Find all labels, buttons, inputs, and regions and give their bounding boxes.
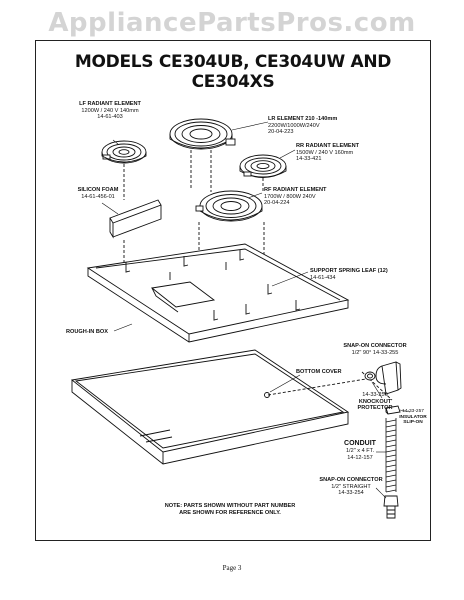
label-leader-lines	[101, 121, 411, 499]
lr-element	[169, 118, 236, 150]
rough-in-box-label: ROUGH-IN BOX	[66, 329, 108, 336]
reference-note: NOTE: PARTS SHOWN WITHOUT PART NUMBER AR…	[140, 503, 320, 517]
support-spring-label: SUPPORT SPRING LEAF (12) 14-61-434	[310, 268, 388, 281]
lf-element-spec: 1200W / 240 V 140mm	[81, 107, 139, 114]
support-spring-leaves	[125, 250, 301, 321]
snap-on-90-label: SNAP-ON CONNECTOR 1/2" 90° 14-33-255	[330, 343, 420, 356]
conduit-label: CONDUIT 1/2" x 4 FT. 14-12-157	[336, 440, 384, 461]
lf-element-part: 14-61-403	[97, 114, 123, 121]
rf-element-name: RF RADIANT ELEMENT	[264, 187, 327, 193]
insulator-slip-on	[385, 405, 401, 415]
silicon-foam-label: SILICON FOAM 14-61-456-01	[58, 187, 138, 200]
rr-element-label: RR RADIANT ELEMENT 1500W / 240 V 160mm 1…	[296, 143, 359, 163]
silicon-foam-name: SILICON FOAM	[77, 187, 119, 193]
rr-radiant-element	[239, 154, 287, 178]
conduit-name: CONDUIT	[344, 440, 376, 447]
insulator-part: 14-33-257	[402, 409, 424, 414]
lr-element-label: LR ELEMENT 210 -140mm 2200W/1000W/240V 2…	[268, 116, 337, 136]
support-spring-name: SUPPORT SPRING LEAF (12)	[310, 268, 388, 274]
diagram-frame	[35, 40, 431, 541]
lf-element-name: LF RADIANT ELEMENT	[79, 101, 141, 107]
rf-radiant-element	[195, 190, 263, 222]
snap-on-90-name: SNAP-ON CONNECTOR	[343, 343, 407, 349]
page-number: Page 3	[222, 564, 242, 572]
bottom-cover	[70, 349, 350, 465]
note-line-2: ARE SHOWN FOR REFERENCE ONLY.	[179, 509, 281, 516]
lf-element-label: LF RADIANT ELEMENT 1200W / 240 V 140mm 1…	[60, 101, 160, 121]
page-title: MODELS CE304UB, CE304UW AND CE304XS	[74, 52, 392, 92]
rr-element-part: 14-33-421	[296, 156, 322, 163]
lf-radiant-element	[101, 140, 147, 164]
support-spring-part: 14-61-434	[310, 274, 336, 281]
note-line-1: NOTE: PARTS SHOWN WITHOUT PART NUMBER	[164, 503, 296, 509]
dashed-guide-lines	[123, 150, 265, 268]
snap-on-straight-label: SNAP-ON CONNECTOR 1/2" STRAIGHT 14-33-25…	[318, 477, 384, 497]
silicon-foam-part: 14-61-456-01	[81, 193, 115, 200]
rf-element-spec: 1700W / 800W 240V	[264, 193, 316, 200]
snap-on-connector-90	[375, 361, 402, 395]
rr-element-name: RR RADIANT ELEMENT	[296, 143, 360, 149]
rough-in-box	[86, 243, 350, 343]
knockout-name1: KNOCKOUT	[358, 398, 392, 405]
conduit	[385, 418, 397, 493]
knockout-protector	[364, 371, 376, 381]
conduit-part: 14-12-157	[347, 454, 373, 461]
watermark: AppliancePartsPros.com	[48, 8, 416, 38]
insulator-label: 14-33-257 INSULATOR SLIP-ON	[396, 409, 430, 426]
snap-on-straight-part: 14-33-254	[338, 490, 364, 497]
rf-element-part: 20-04-224	[264, 200, 290, 207]
knockout-label: 14-33-256 KNOCKOUT PROTECTOR	[352, 392, 398, 412]
snap-on-straight-name: SNAP-ON CONNECTOR	[319, 477, 383, 483]
rough-in-box-name: ROUGH-IN BOX	[66, 329, 108, 335]
rf-element-label: RF RADIANT ELEMENT 1700W / 800W 240V 20-…	[264, 187, 326, 207]
lr-element-spec: 2200W/1000W/240V	[268, 122, 320, 129]
snap-on-90-spec: 1/2" 90° 14-33-255	[351, 349, 399, 356]
rr-element-spec: 1500W / 240 V 160mm	[296, 149, 354, 156]
lr-element-name: LR ELEMENT 210 -140mm	[268, 116, 338, 122]
insulator-name1: INSULATOR	[399, 414, 427, 420]
silicon-foam-strip	[109, 199, 162, 239]
snap-on-straight-spec: 1/2" STRAIGHT	[331, 483, 371, 490]
bottom-cover-label: BOTTOM COVER	[296, 369, 342, 376]
bottom-cover-name: BOTTOM COVER	[296, 369, 342, 375]
knockout-part: 14-33-256	[362, 392, 388, 398]
conduit-spec: 1/2" x 4 FT.	[345, 448, 375, 454]
insulator-name2: SLIP-ON	[403, 420, 423, 426]
lr-element-part: 20-04-223	[268, 129, 294, 136]
snap-on-connector-straight	[383, 495, 399, 519]
knockout-name2: PROTECTOR	[357, 405, 393, 412]
